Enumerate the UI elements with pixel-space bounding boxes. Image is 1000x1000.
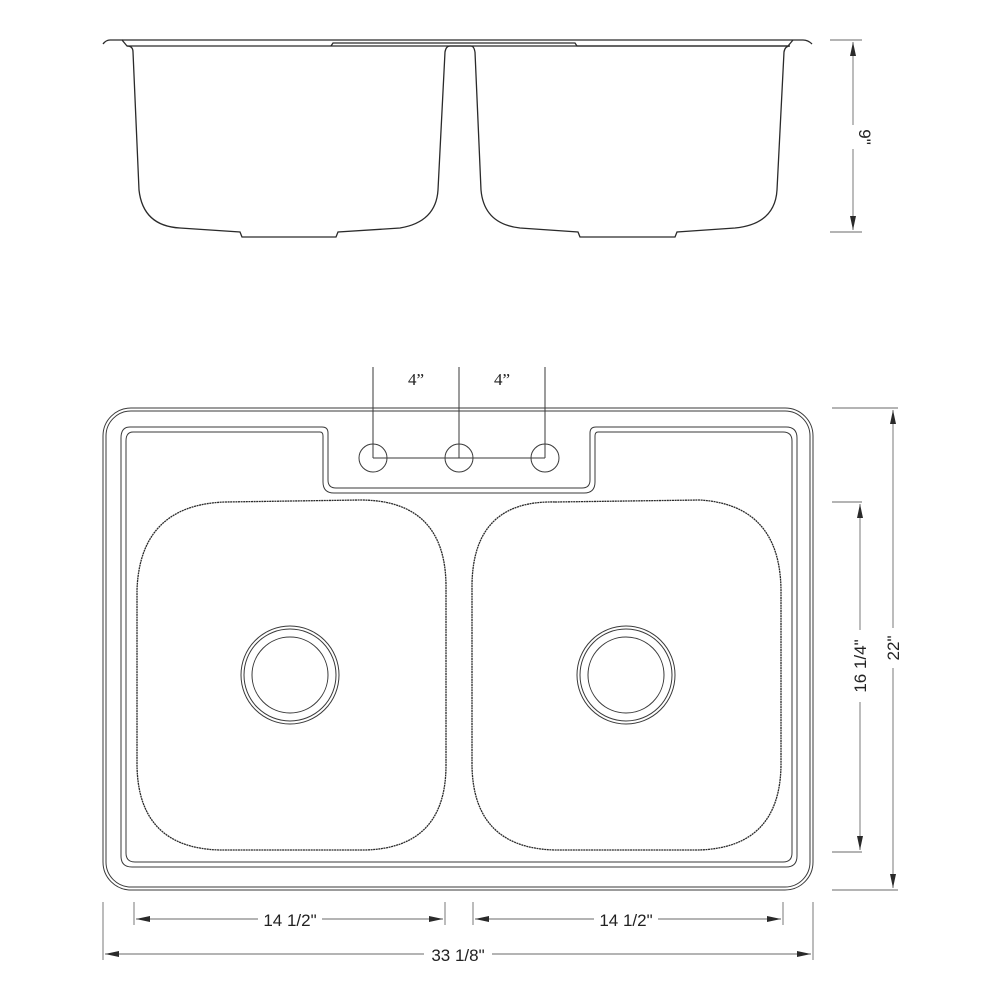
top-plan-view: 4” 4” [102, 367, 814, 891]
overall-length-label: 22" [884, 636, 903, 661]
faucet-holes [358, 367, 560, 473]
left-drain [240, 625, 340, 725]
faucet-spacing-left-label: 4” [408, 370, 424, 389]
bowl-length-label: 16 1/4" [851, 639, 870, 692]
right-bowl-width-dimension: 14 1/2" [472, 902, 784, 930]
bowl-length-dimension: 16 1/4" [832, 501, 871, 853]
left-bowl-outline [136, 499, 447, 851]
right-bowl-width-label: 14 1/2" [599, 911, 652, 930]
side-section-view: 9" [102, 39, 874, 238]
right-bowl-outline [471, 499, 782, 851]
left-bowl-width-dimension: 14 1/2" [133, 902, 446, 930]
faucet-spacing-right-label: 4” [494, 370, 510, 389]
left-bowl-width-label: 14 1/2" [263, 911, 316, 930]
overall-length-dimension: 22" [832, 407, 904, 891]
depth-dimension-label: 9" [855, 129, 874, 145]
overall-width-label: 33 1/8" [431, 946, 484, 965]
overall-width-dimension: 33 1/8" [102, 902, 814, 965]
right-drain [576, 625, 676, 725]
